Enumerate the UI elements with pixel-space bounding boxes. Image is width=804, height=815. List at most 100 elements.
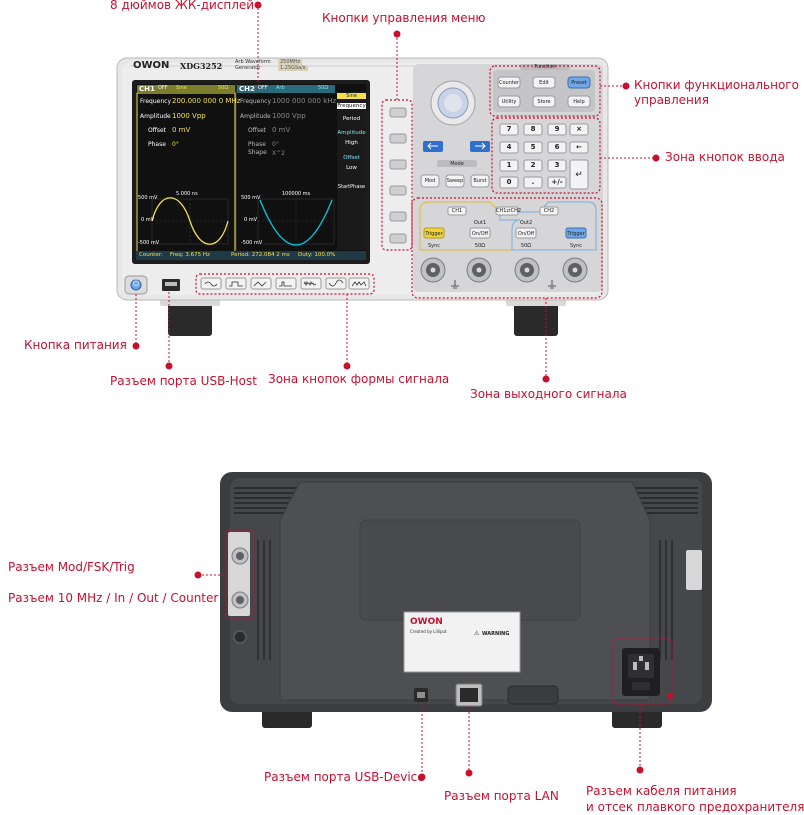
out2-ohm-label: 50Ω [520,243,532,249]
ch1-impedance: 50Ω [218,85,229,91]
out1-ohm-label: 50Ω [474,243,486,249]
numpad-key-dot[interactable]: . [531,178,535,186]
label-power-cable-1: Разъем кабеля питания [586,784,737,798]
ch2-y-tick: 500 mV [241,195,261,201]
numpad-key-7[interactable]: 7 [506,125,512,133]
front-brand-logo: OWON [133,60,170,71]
numpad-key-1[interactable]: 1 [506,161,512,169]
burst-button[interactable]: Burst [473,178,487,184]
label-power-cable-2: и отсек плавкого предохранителя [586,800,804,814]
rear-brand-logo: OWON [410,617,443,627]
rear-panel-drawing [194,472,712,781]
status-counter: Counter: [139,252,163,258]
highlight-boxes [195,65,603,299]
numpad-key-9[interactable]: 9 [554,125,560,133]
ch1-y-tick: 500 mV [138,195,158,201]
preset-button[interactable]: Preset [571,80,587,86]
ch2-param-label: Frequency [240,98,271,105]
ch1-select-button[interactable]: CH1 [451,208,463,214]
numpad-key-backspace[interactable]: ← [576,143,582,151]
label-usb-host: Разъем порта USB-Host [110,374,257,388]
softkey-offset: Offset [343,155,360,161]
front-panel-drawing [116,1,660,383]
sweep-button[interactable]: Sweep [446,178,464,184]
ch1-wave-type: Sine [176,85,187,91]
ch1-param-value: 0 mV [172,126,191,134]
ch1-param-label: Phase [148,141,166,148]
ch2-param-label: Shape [248,149,267,156]
ch2-tag: CH2 [239,85,255,93]
front-badge-2: 1.25GSa/s [278,65,308,71]
front-model-sub-2: Generator [235,65,261,71]
ch2-state: OFF [258,85,268,91]
ch1-time-label: 5.000 ns [176,191,198,197]
numpad-key-2[interactable]: 2 [530,161,536,169]
numpad-key-5[interactable]: 5 [530,143,536,151]
numpad-key-6[interactable]: 6 [554,143,560,151]
numpad-key-sign[interactable]: +/- [551,178,563,186]
rear-leader-dots [194,571,644,781]
mode-group-title: Mode [450,161,464,167]
waveform-key-icons [204,279,367,287]
leader-dots [132,1,660,383]
ch2-y-tick: 0 mV [244,217,258,223]
ch2-impedance: 50Ω [318,85,329,91]
status-duty: Duty: 100.0% [298,252,336,258]
counter-button[interactable]: Counter [499,80,519,86]
ch1-y-tick: 0 mV [141,217,155,223]
ch2-parabola-wave [259,199,333,246]
ch-swap-button[interactable]: CH1⇄CH2 [496,208,522,214]
enter-key-icon[interactable]: ↵ [575,170,583,180]
mod-button[interactable]: Mod [424,178,436,184]
ch1-param-label: Amplitude [140,113,171,120]
out2-label: Out2 [519,220,533,226]
ch1-trigger-button[interactable]: Trigger [425,231,443,237]
numpad-key-0[interactable]: 0 [506,178,512,186]
edit-button[interactable]: Edit [539,80,549,86]
ch1-onoff-button[interactable]: On/Off [471,231,489,237]
softkey-period: Period [342,116,361,122]
numpad-key-clear[interactable]: × [576,125,582,133]
status-frequency: Freq: 3.675 Hz [170,252,210,258]
label-power-button: Кнопка питания [24,338,127,352]
store-button[interactable]: Store [537,99,551,105]
numpad-key-3[interactable]: 3 [554,161,560,169]
softkey-high: High [345,140,358,146]
ch2-select-button[interactable]: CH2 [543,208,555,214]
label-lcd: 8 дюймов ЖК-дисплей [110,0,255,12]
power-icon[interactable]: ⏻ [132,279,140,288]
ch1-param-label: Frequency [140,98,171,105]
ch2-plot [257,198,335,245]
numpad-key-8[interactable]: 8 [530,125,536,133]
function-group-title: Function [534,64,556,70]
ch2-param-label: Amplitude [240,113,271,120]
label-menu-keys: Кнопки управления меню [322,11,486,25]
ch2-param-value: 0° [272,141,279,148]
softkey-low: Low [346,165,357,171]
softkey-sine: Sine [337,93,366,99]
label-func-keys-2: управления [634,93,709,107]
ch2-onoff-button[interactable]: On/Off [517,231,535,237]
rear-panel-view: OWON Created by Lilliput ⚠ WARNING Разъе… [0,420,804,815]
front-model-sub-1: Arb Waveform [235,59,271,65]
help-button[interactable]: Help [573,99,585,105]
label-output-zone: Зона выходного сигнала [470,387,627,401]
front-model-name: XDG3252 [180,61,223,71]
ch1-state: OFF [158,85,168,91]
warning-icon: ⚠ [474,630,480,637]
ch2-time-label: 100000 ms [282,191,311,197]
utility-button[interactable]: Utility [501,99,517,105]
label-ref-clock: Разъем 10 MHz / In / Out / Counter [8,591,219,605]
ch2-trigger-button[interactable]: Trigger [567,231,585,237]
label-func-keys-1: Кнопки функционального [634,78,799,92]
numpad-keys [499,123,589,190]
status-period: Period: 272.084 2 ms [231,252,290,258]
front-badge-1: 250MHz [278,59,303,65]
ch2-param-label: Offset [248,127,267,134]
ch2-param-label: Phase [248,141,266,148]
label-lan: Разъем порта LAN [444,789,559,803]
numpad-key-4[interactable]: 4 [506,143,512,151]
label-usb-device: Разъем порта USB-Device [264,770,425,784]
ch2-sync-label: Sync [569,243,583,249]
out1-label: Out1 [473,220,487,226]
